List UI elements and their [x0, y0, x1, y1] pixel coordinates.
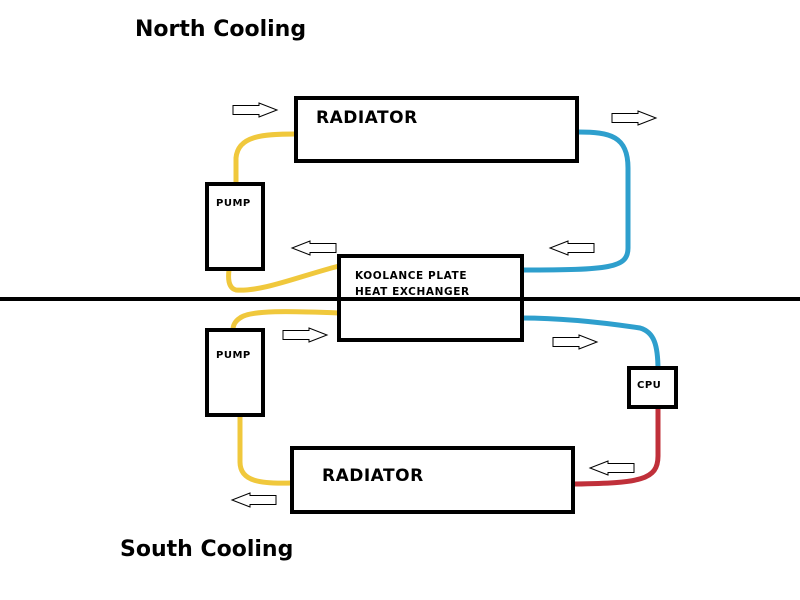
- south-radiator-label: RADIATOR: [322, 466, 424, 486]
- pipe-pump-to-north-radiator: [233, 131, 299, 187]
- exchanger-label-line1: KOOLANCE PLATE: [355, 270, 468, 282]
- north-cooling-title: North Cooling: [135, 17, 307, 42]
- north-pump-box: [205, 182, 265, 271]
- flow-arrow-left-icon: [230, 492, 277, 508]
- flow-arrow-right-icon: [611, 110, 658, 126]
- south-pump-label: PUMP: [216, 350, 251, 361]
- flow-arrow-right-icon: [552, 334, 599, 350]
- pipe-north-radiator-to-exchanger: [519, 129, 631, 273]
- flow-arrow-left-icon: [588, 460, 635, 476]
- pipe-cpu-to-south-radiator: [572, 405, 661, 487]
- flow-arrow-left-icon: [290, 240, 337, 256]
- cpu-label: CPU: [637, 380, 662, 391]
- south-radiator-box: [290, 446, 575, 514]
- pipe-exchanger-to-cpu: [519, 315, 661, 373]
- pipe-south-radiator-to-pump: [237, 413, 295, 486]
- flow-arrow-right-icon: [282, 327, 329, 343]
- north-pump-label: PUMP: [216, 198, 251, 209]
- south-pump-box: [205, 328, 265, 417]
- south-cooling-title: South Cooling: [120, 537, 294, 562]
- flow-arrow-right-icon: [232, 102, 279, 118]
- north-radiator-label: RADIATOR: [316, 108, 418, 128]
- cpu-box: [627, 366, 678, 409]
- north-radiator-box: [294, 96, 579, 163]
- pipe-exchanger-to-north-pump: [226, 263, 342, 293]
- flow-arrow-left-icon: [548, 240, 595, 256]
- exchanger-label-line2: HEAT EXCHANGER: [355, 286, 470, 298]
- pipe-south-pump-to-exchanger: [230, 309, 342, 333]
